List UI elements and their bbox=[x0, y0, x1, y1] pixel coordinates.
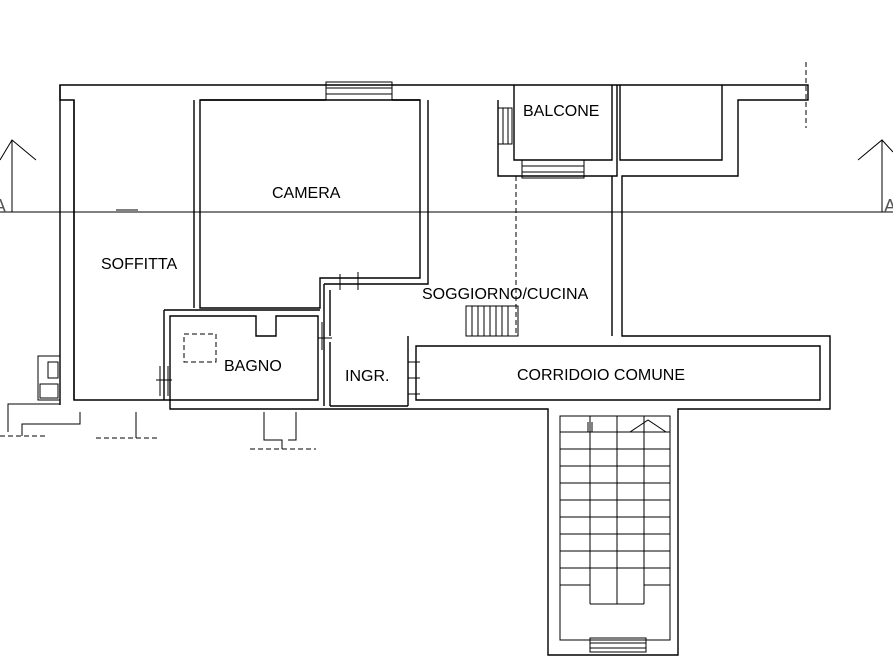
exterior-edges bbox=[0, 62, 807, 450]
section-line: A A bbox=[0, 139, 893, 216]
outer-walls bbox=[59, 84, 831, 656]
shower-tray bbox=[183, 333, 217, 363]
windows bbox=[325, 81, 647, 653]
room-labels: SOFFITTA CAMERA BALCONE SOGGIORNO/CUCINA… bbox=[101, 103, 685, 385]
door-marks bbox=[116, 209, 420, 396]
section-marker-left: A bbox=[0, 196, 6, 216]
room-label-bagno: BAGNO bbox=[224, 358, 282, 375]
room-label-ingresso: INGR. bbox=[345, 368, 389, 385]
internal-stair bbox=[465, 176, 519, 337]
room-label-soffitta: SOFFITTA bbox=[101, 256, 177, 273]
room-label-camera: CAMERA bbox=[272, 185, 341, 202]
room-label-balcone: BALCONE bbox=[523, 103, 599, 120]
room-label-corridoio: CORRIDOIO COMUNE bbox=[517, 367, 685, 384]
section-marker-right: A bbox=[884, 196, 893, 216]
room-label-soggiorno: SOGGIORNO/CUCINA bbox=[422, 286, 589, 303]
common-stairwell bbox=[559, 415, 671, 641]
